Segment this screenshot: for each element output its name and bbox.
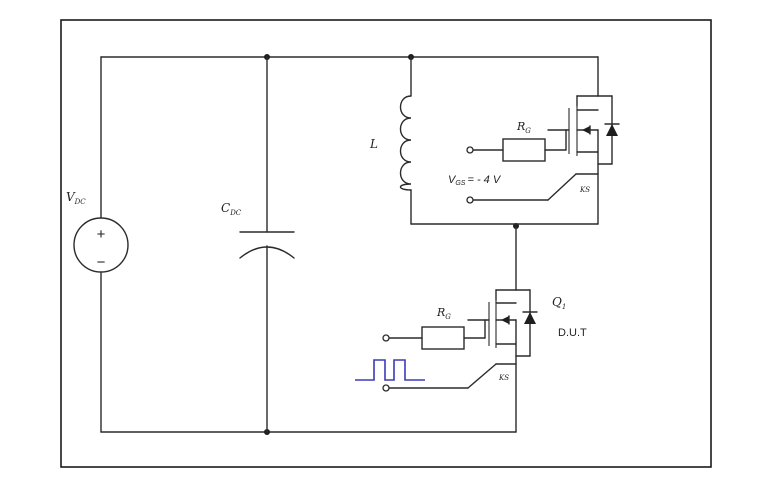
ks-dut-label: KS	[498, 374, 509, 382]
gate-resistor-top	[502, 138, 546, 162]
q1-label: Q1	[552, 295, 566, 311]
ks-top-label: KS	[579, 186, 590, 194]
rg-dut-label: RG	[436, 306, 451, 321]
gate-terminal-top	[466, 146, 474, 154]
inductor-coil	[399, 56, 599, 225]
dut-mosfet	[467, 225, 538, 433]
dut-label: D.U.T	[558, 327, 587, 339]
top-mosfet	[547, 56, 620, 225]
dc-bus-wires	[100, 56, 599, 433]
dc-voltage-source: + −	[73, 217, 129, 273]
vdc-label: VDC	[66, 190, 86, 206]
gate-resistor-dut	[421, 326, 465, 350]
diagram-frame	[60, 19, 712, 468]
source-minus-sign: −	[97, 254, 106, 271]
vgs-label: VGS= - 4 V	[448, 174, 502, 187]
inductor-label: L	[369, 137, 378, 151]
dc-link-capacitor	[239, 56, 295, 433]
gate-terminal-dut	[382, 334, 390, 342]
rg-top-label: RG	[516, 120, 531, 135]
kelvin-terminal-top	[466, 196, 474, 204]
kelvin-terminal-dut	[382, 384, 390, 392]
gate-pulse-waveform	[355, 359, 425, 381]
source-plus-sign: +	[97, 226, 106, 243]
cdc-label: CDC	[221, 201, 242, 217]
